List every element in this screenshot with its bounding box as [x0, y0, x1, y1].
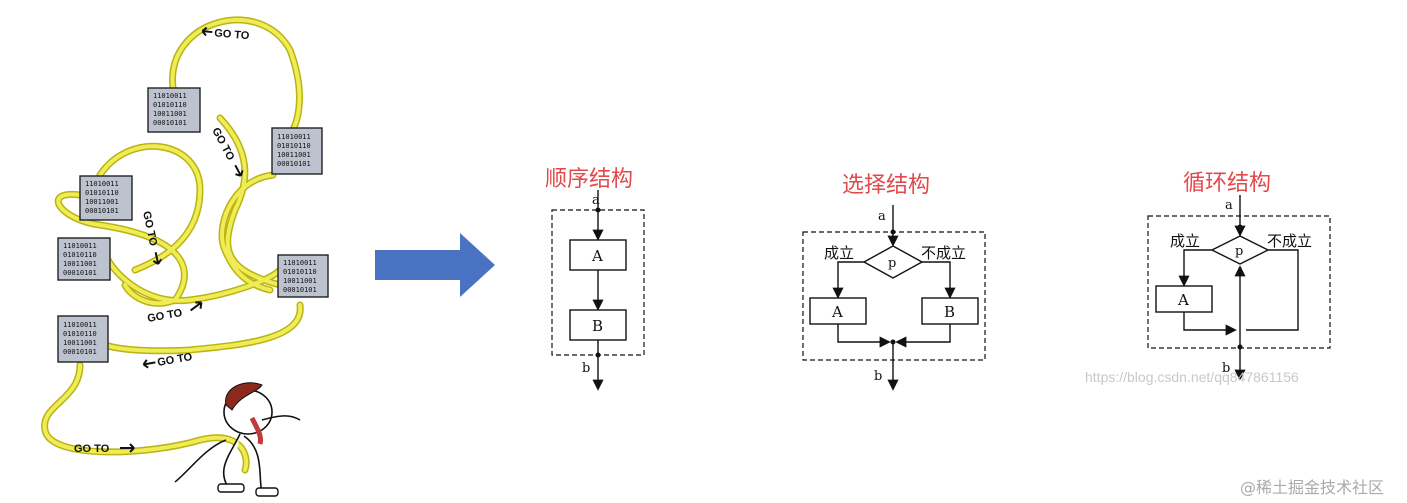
- code-line: 10011001: [277, 151, 311, 159]
- entry-label: a: [592, 193, 600, 208]
- code-line: 01010110: [153, 101, 187, 109]
- code-line: 00010101: [63, 348, 97, 356]
- code-line: 11010011: [85, 180, 119, 188]
- watermark-url: https://blog.csdn.net/qq847861156: [1085, 369, 1299, 385]
- code-block-1: 11010011 01010110 10011001 00010101: [147, 87, 201, 133]
- code-line: 10011001: [85, 198, 119, 206]
- code-line: 11010011: [277, 133, 311, 141]
- code-line: 00010101: [63, 269, 97, 277]
- true-branch-label: 成立: [824, 244, 854, 262]
- code-line: 00010101: [85, 207, 119, 215]
- process-box-a: [809, 297, 867, 325]
- loop-flowchart: 循环结构 a p 成立 不成立 A b: [1147, 171, 1331, 381]
- svg-text:GO TO: GO TO: [74, 443, 110, 455]
- true-branch-label: 成立: [1170, 232, 1200, 250]
- process-label: B: [592, 317, 603, 335]
- transition-arrow-icon: [375, 233, 495, 297]
- code-line: 01010110: [277, 142, 311, 150]
- code-line: 00010101: [283, 286, 317, 294]
- false-branch-label: 不成立: [921, 244, 966, 262]
- code-line: 10011001: [63, 339, 97, 347]
- code-line: 01010110: [85, 189, 119, 197]
- process-label: A: [591, 247, 603, 265]
- exit-label: b: [582, 361, 590, 376]
- watermark-site: @稀土掘金技术社区: [1240, 478, 1384, 497]
- entry-label: a: [878, 209, 886, 224]
- code-line: 11010011: [283, 259, 317, 267]
- condition-label: p: [1235, 244, 1243, 259]
- code-line: 01010110: [283, 268, 317, 276]
- selection-title: 选择结构: [842, 173, 930, 198]
- process-label: B: [944, 303, 955, 321]
- goto-label: GO TO: [74, 443, 135, 455]
- code-line: 00010101: [153, 119, 187, 127]
- code-line: 11010011: [153, 92, 187, 100]
- goto-wires: [41, 16, 304, 474]
- code-line: 10011001: [283, 277, 317, 285]
- code-block-3: 11010011 01010110 10011001 00010101: [79, 175, 133, 221]
- code-line: 10011001: [153, 110, 187, 118]
- exit-label: b: [1222, 361, 1230, 376]
- running-man-figure: [174, 382, 301, 497]
- spaghetti-illustration: 11010011 01010110 10011001 00010101 1101…: [41, 16, 329, 497]
- code-line: 10011001: [63, 260, 97, 268]
- code-block-2: 11010011 01010110 10011001 00010101: [271, 127, 323, 175]
- loop-title: 循环结构: [1183, 171, 1271, 196]
- exit-label: b: [874, 369, 882, 384]
- process-box-b: [921, 297, 979, 325]
- code-line: 11010011: [63, 242, 97, 250]
- svg-text:GO TO: GO TO: [214, 27, 251, 42]
- svg-text:GO TO: GO TO: [146, 307, 183, 325]
- code-line: 01010110: [63, 330, 97, 338]
- process-label: A: [831, 303, 843, 321]
- svg-text:GO TO: GO TO: [140, 210, 159, 247]
- goto-label: GO TO: [201, 26, 251, 42]
- decision-diamond: [862, 245, 924, 279]
- code-block-5: 11010011 01010110 10011001 00010101: [277, 254, 329, 298]
- code-line: 11010011: [63, 321, 97, 329]
- code-line: 00010101: [277, 160, 311, 168]
- selection-flowchart: 选择结构 a p 成立 不成立 A B b: [802, 173, 986, 391]
- condition-label: p: [888, 256, 896, 271]
- entry-label: a: [1225, 198, 1233, 213]
- process-label: A: [1177, 291, 1189, 309]
- sequence-flowchart: 顺序结构 a A B b: [545, 167, 645, 391]
- process-box-b: [569, 309, 627, 341]
- sequence-title: 顺序结构: [545, 167, 633, 192]
- false-branch-label: 不成立: [1267, 232, 1312, 250]
- process-box-a: [1155, 285, 1213, 313]
- decision-diamond: [1210, 235, 1270, 265]
- code-block-4: 11010011 01010110 10011001 00010101: [57, 237, 111, 281]
- code-line: 01010110: [63, 251, 97, 259]
- code-block-6: 11010011 01010110 10011001 00010101: [57, 315, 109, 363]
